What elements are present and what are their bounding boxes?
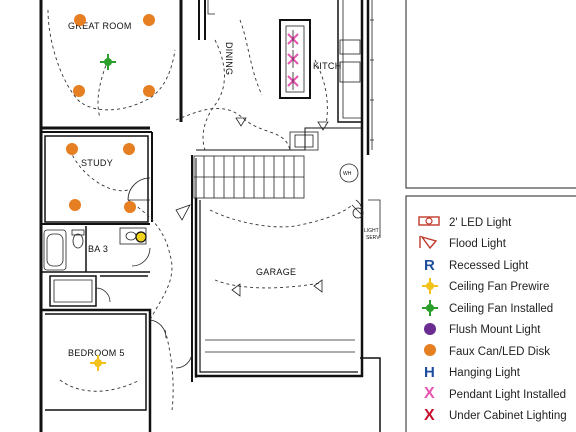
wall-light-icon [313, 279, 323, 293]
legend-label-fan-prewire: Ceiling Fan Prewire [449, 281, 549, 293]
water-heater-label: WH [343, 171, 352, 177]
fan-prewire-icon [422, 278, 438, 294]
room-labels: GREAT ROOM DINING KITCH STUDY BA 3 GARAG… [68, 21, 342, 358]
room-label-great-room: GREAT ROOM [68, 21, 132, 31]
legend-label-pendant: Pendant Light Installed [449, 389, 566, 401]
legend-panel [405, 195, 576, 432]
wall-light-icon [317, 121, 329, 131]
fan-installed-icon [100, 54, 116, 70]
legend-label-recessed: Recessed Light [449, 260, 529, 272]
svg-text:LIGHT: LIGHT [364, 228, 379, 234]
led-disk-icon [74, 14, 86, 26]
room-label-kitchen: KITCH [313, 61, 342, 71]
led-disk-icon [123, 143, 135, 155]
led-disk-icon [424, 344, 436, 356]
recessed-light-icon: R [424, 257, 435, 274]
led-disk-icon [143, 85, 155, 97]
legend-label-flood: Flood Light [449, 238, 507, 250]
room-label-garage: GARAGE [256, 267, 296, 277]
under-cabinet-icon: X [424, 407, 435, 424]
room-label-study: STUDY [81, 158, 113, 168]
led-disk-icon [143, 14, 155, 26]
fan-prewire-icon [90, 355, 106, 371]
led-disk-icon [66, 143, 78, 155]
legend: 2' LED Light Flood Light R Recessed Ligh… [418, 216, 567, 424]
fan-installed-icon [422, 300, 438, 316]
led-disk-icon [73, 85, 85, 97]
room-label-bath: BA 3 [88, 244, 108, 254]
wall-light-icon [235, 117, 247, 127]
led-disk-icon [69, 199, 81, 211]
walls: WH LIGHT SERV [39, 0, 381, 432]
wall-light-icon [231, 283, 241, 297]
hanging-light-icon: H [424, 364, 435, 381]
svg-text:SERV: SERV [366, 235, 380, 241]
bath-light-icon [135, 231, 147, 243]
pendant-light-icon: X [424, 385, 435, 402]
stairs [193, 155, 305, 199]
led-strip-icon [418, 216, 440, 226]
legend-label-hanging: Hanging Light [449, 367, 521, 379]
kitchen-island [279, 19, 311, 99]
flush-mount-icon [424, 323, 436, 335]
room-label-bedroom: BEDROOM 5 [68, 348, 125, 358]
legend-label-flush: Flush Mount Light [449, 324, 541, 336]
notes-panel [405, 0, 576, 189]
fixtures [66, 14, 329, 371]
legend-label-led: 2' LED Light [449, 217, 512, 229]
flood-light-icon [419, 235, 438, 250]
legend-label-under-cabinet: Under Cabinet Lighting [449, 410, 567, 422]
legend-label-disk: Faux Can/LED Disk [449, 346, 550, 358]
legend-label-fan-installed: Ceiling Fan Installed [449, 303, 553, 315]
room-label-dining: DINING [224, 42, 234, 75]
doors [95, 177, 193, 369]
led-disk-icon [124, 201, 136, 213]
